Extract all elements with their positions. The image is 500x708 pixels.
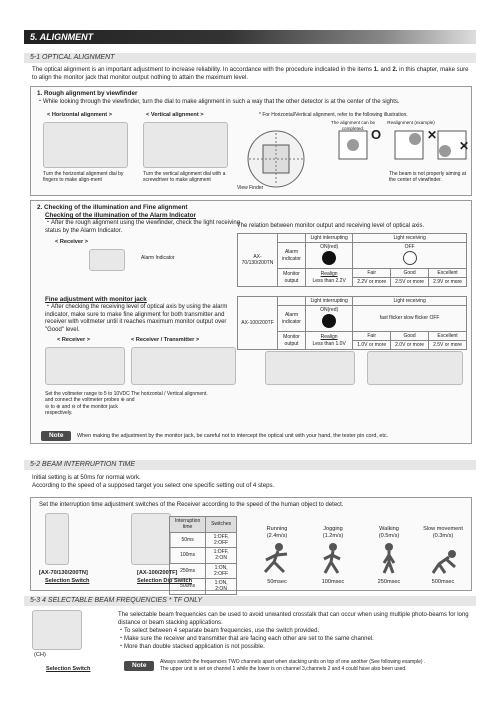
fine-alignment-box: 2. Checking of the illumination and Fine…: [30, 200, 472, 444]
aligned-target-icon: [338, 130, 368, 160]
runner-label-jogging: Jogging(1.2m/s): [322, 526, 344, 539]
step1-text: ・While looking through the viewfinder, t…: [37, 99, 400, 105]
alarm-indicator-label: Alarm Indicator: [141, 255, 175, 261]
horizontal-dial-caption: Turn the horizontal alignment dial by fi…: [43, 171, 124, 184]
running-person-icon: [263, 543, 288, 574]
slow-movement-person-icon: [431, 550, 456, 574]
runner-time-slow: 500msec: [431, 579, 455, 585]
frequencies-bullet-3: ・More than double stacked application is…: [118, 644, 265, 650]
frequencies-note-1: Always switch the frequencies TWO channe…: [160, 659, 426, 665]
horizontal-dial-illustration: [43, 122, 128, 168]
channel-switch-illustration: [32, 610, 82, 650]
monitor-output-table-tf: AX-100/200TF Light interrupting Light re…: [237, 295, 467, 351]
frequencies-note-2: The upper unit is set on channel 1 while…: [160, 666, 407, 672]
receiver-illustration: [89, 249, 125, 271]
frequencies-bullet-2: ・Make sure the receiver and transmitter …: [118, 636, 374, 642]
alignment-dial-illustration: [131, 347, 236, 385]
receiver-photo: [265, 351, 355, 385]
dip-switch-label: Selection Dip Switch: [137, 578, 193, 584]
table-model: AX-70/130/200TN: [237, 232, 278, 288]
channel-label: (CH): [34, 652, 46, 658]
interruption-initial: Initial setting is at 50ms for normal wo…: [32, 474, 141, 481]
viewfinder-illustration: [247, 130, 305, 188]
frequencies-bullet-1: ・To select between 4 separate beam frequ…: [118, 628, 320, 634]
dip-switch-illustration: [131, 513, 171, 565]
selection-switch-illustration: [45, 513, 69, 565]
receiver-transmitter-label: < Receiver / Transmitter >: [131, 337, 200, 343]
switch-model-tf: [AX-100/200TF]: [137, 570, 178, 576]
note-badge-2: Note: [124, 661, 155, 672]
selection-switch-label: Selection Switch: [45, 578, 90, 584]
rough-alignment-box: 1. Rough alignment by viewfinder ・While …: [30, 86, 472, 196]
note-text: When making the adjustment by the monito…: [77, 433, 389, 439]
step2-subtitle: Checking of the illumination of the Alar…: [45, 212, 196, 219]
section-5-3-header: 5-3 4 SELECTABLE BEAM FREQUENCIES * TF O…: [24, 596, 476, 606]
step1-title: 1. Rough alignment by viewfinder: [37, 90, 138, 97]
indicator-on-icon: [322, 250, 337, 265]
interruption-box: Set the interruption time adjustment swi…: [30, 497, 472, 595]
o-mark-icon: O: [371, 127, 382, 142]
runner-time-walking: 250msec: [377, 579, 401, 585]
indicator-on-icon: [322, 313, 337, 328]
indicator-off-icon: [402, 250, 417, 265]
horizontal-alignment-label: < Horizontal alignment >: [47, 112, 112, 118]
relation-title: The relation between monitor output and …: [237, 223, 425, 229]
runner-time-running: 50msec: [267, 579, 287, 585]
interruption-speed: According to the speed of a supposed tar…: [32, 482, 275, 489]
section-5-1-header: 5-1 OPTICAL ALIGNMENT: [24, 53, 476, 63]
x-mark-icon-1: ✕: [427, 128, 438, 142]
x-mark-icon-2: ✕: [459, 139, 470, 153]
vertical-alignment-label: < Vertical alignment >: [146, 112, 204, 118]
realignment-example-label: Realignment (example): [387, 120, 435, 125]
receiver-label-2: < Receiver >: [57, 337, 90, 343]
note-badge: Note: [41, 431, 72, 442]
section-5-1-intro: The optical alignment is an important ad…: [32, 66, 469, 81]
frequencies-intro: The selectable beam frequencies can be u…: [118, 612, 469, 626]
alignment-completed-label: The alignment can be completed.: [330, 120, 376, 131]
step2-text: ・After the rough alignment using the vie…: [45, 220, 241, 234]
alignment-illustration-note: * For Horizontal/Vertical alignment, ref…: [259, 112, 408, 118]
misaligned-target-icon-2: [437, 130, 467, 160]
fine-adjustment-text: ・After checking the receiving level of o…: [45, 304, 228, 333]
runner-label-running: Running(2.4m/s): [266, 526, 288, 539]
beam-misaligned-caption: The beam is not properly aiming at the c…: [389, 171, 466, 184]
misaligned-target-icon-1: [394, 130, 424, 160]
receiver-label: < Receiver >: [55, 239, 88, 245]
vertical-dial-illustration: [143, 122, 228, 168]
chapter-banner: 5. ALIGNMENT: [24, 30, 476, 44]
voltmeter-illustration: [45, 347, 125, 385]
channel-selection-switch-label: Selection Switch: [46, 666, 91, 672]
runner-label-slow: Slow movement(0.3m/s): [423, 526, 463, 539]
interruption-box-title: Set the interruption time adjustment swi…: [39, 502, 344, 508]
walking-person-icon: [382, 543, 396, 574]
runner-label-walking: Walking(0.5m/s): [378, 526, 400, 539]
viewfinder-caption: View Finder: [237, 185, 264, 191]
voltmeter-caption: Set the voltmeter range to 5 to 10VDC an…: [45, 391, 135, 416]
switch-model-tn: [AX-70/130/200TN]: [39, 570, 88, 576]
vertical-dial-caption: Turn the vertical alignment dial with a …: [143, 171, 226, 184]
fine-adjustment-title: Fine adjustment with monitor jack: [45, 296, 147, 303]
runner-time-jogging: 100msec: [321, 579, 345, 585]
monitor-output-table-tn: AX-70/130/200TN Light interrupting Light…: [237, 232, 467, 288]
transmitter-photo: [367, 351, 463, 385]
step2-title: 2. Checking of the illumination and Fine…: [37, 204, 188, 211]
section-5-2-header: 5-2 BEAM INTERRUPTION TIME: [24, 460, 476, 470]
jogging-person-icon: [323, 543, 341, 574]
hv-alignment-caption: The horizontal / Vertical alignment.: [131, 391, 208, 397]
